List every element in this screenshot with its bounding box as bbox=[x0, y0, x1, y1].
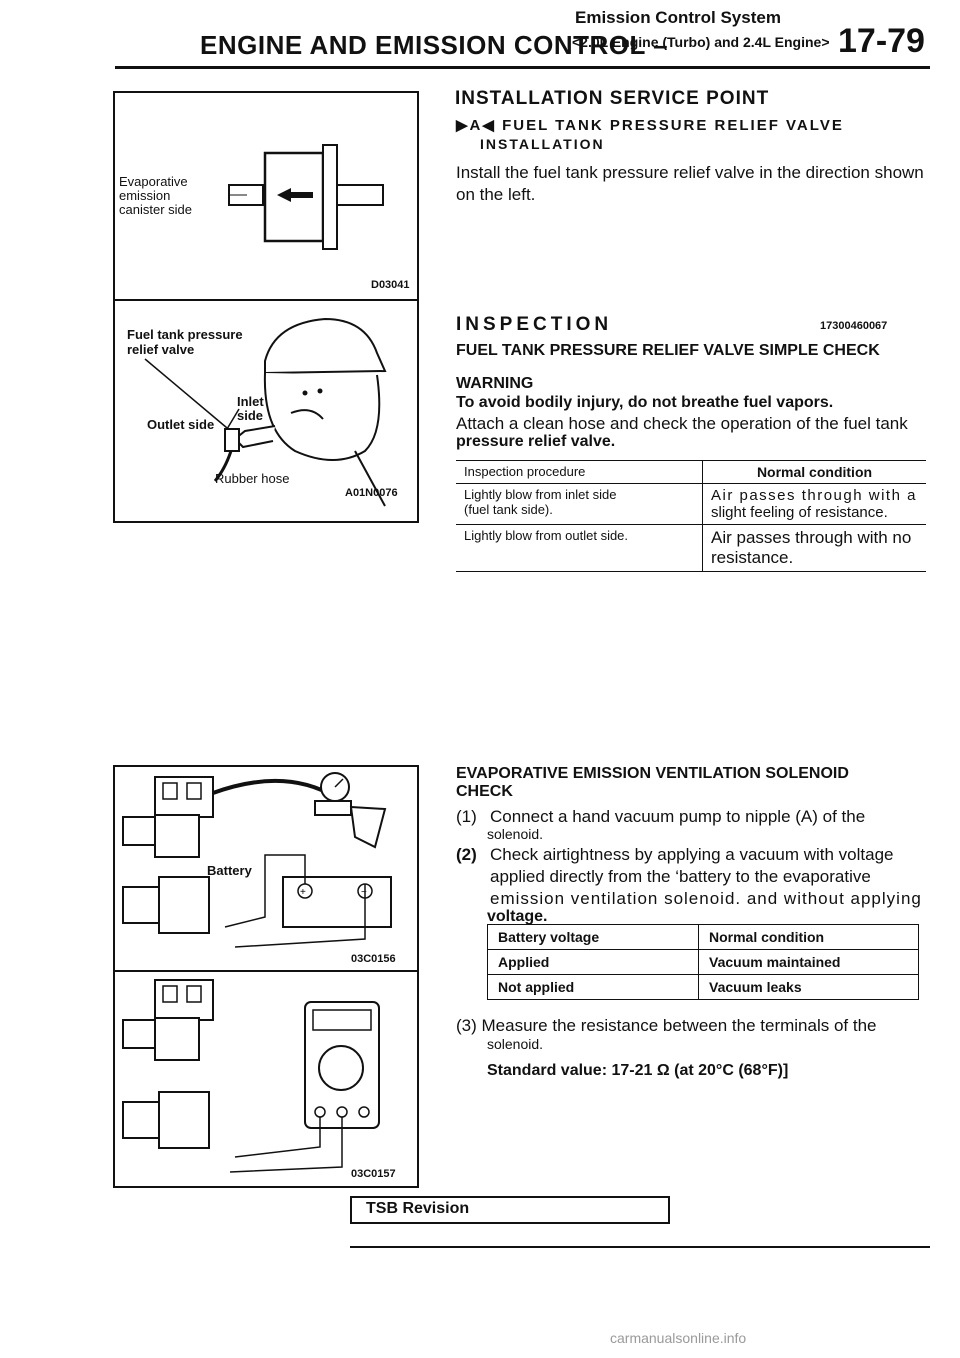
bottom-rule bbox=[350, 1246, 930, 1248]
label-outlet-side: Outlet side bbox=[147, 417, 215, 432]
installation-subtitle: ▶A◀ FUEL TANK PRESSURE RELIEF VALVE bbox=[456, 117, 844, 134]
inspection-text-1: Attach a clean hose and check the operat… bbox=[456, 414, 908, 433]
figure-blow-test: Fuel tank pressure relief valve Inlet si… bbox=[113, 299, 419, 523]
evap-step2-line1: Check airtightness by applying a vacuum … bbox=[490, 845, 894, 864]
standard-value: Standard value: 17-21 Ω (at 20°C (68°F)] bbox=[487, 1062, 789, 1079]
figure-code: A01N0076 bbox=[345, 487, 398, 499]
installation-subtitle-2: INSTALLATION bbox=[480, 136, 605, 152]
label-rubber-hose: Rubber hose bbox=[215, 471, 290, 486]
table-row: Not applied Vacuum leaks bbox=[487, 974, 919, 1000]
figure-solenoid-ohmmeter: 03C0157 bbox=[113, 970, 419, 1188]
evap-step2-line3: emission ventilation solenoid. and witho… bbox=[490, 889, 922, 908]
table-cell-voltage: Applied bbox=[487, 949, 699, 975]
installation-text-2: on the left. bbox=[456, 185, 536, 204]
header-rule bbox=[115, 66, 930, 69]
evap-step3-line2: solenoid. bbox=[487, 1036, 544, 1052]
table-header-row: Inspection procedure Normal condition bbox=[456, 460, 926, 484]
evap-step1-number: (1) bbox=[456, 807, 477, 826]
header-section-title: Emission Control System bbox=[575, 8, 781, 27]
label-fuel-tank-valve: Fuel tank pressure relief valve bbox=[127, 327, 243, 357]
figure-code: 03C0156 bbox=[351, 953, 396, 965]
figure-valve-direction: Evaporative emission canister side D0304… bbox=[113, 91, 419, 303]
table-cell-procedure: Lightly blow from inlet side (fuel tank … bbox=[456, 483, 703, 525]
table-cell-condition: Air passes through with no resistance. bbox=[702, 524, 926, 572]
relief-valve-drawing bbox=[228, 144, 384, 250]
table-cell-condition: Air passes through with a slight feeling… bbox=[702, 483, 926, 525]
evap-title-2: CHECK bbox=[456, 783, 513, 800]
inspection-code: 17300460067 bbox=[820, 320, 888, 332]
table-row: Applied Vacuum maintained bbox=[487, 949, 919, 975]
table-cell-condition: Vacuum maintained bbox=[698, 949, 919, 975]
table-cell-procedure: Lightly blow from outlet side. bbox=[456, 524, 703, 572]
inspection-table: Inspection procedure Normal condition Li… bbox=[456, 460, 926, 572]
page-number: 17-79 bbox=[838, 22, 925, 60]
table-cell-voltage: Not applied bbox=[487, 974, 699, 1000]
svg-text:+: + bbox=[300, 887, 306, 898]
evap-step2-line2: applied directly from the ‘battery to th… bbox=[490, 867, 871, 886]
evap-title: EVAPORATIVE EMISSION VENTILATION SOLENOI… bbox=[456, 765, 849, 782]
inspection-subtitle: FUEL TANK PRESSURE RELIEF VALVE SIMPLE C… bbox=[456, 342, 880, 359]
table-cell-condition: Vacuum leaks bbox=[698, 974, 919, 1000]
label-battery: Battery bbox=[207, 863, 252, 878]
figure-code: 03C0157 bbox=[351, 1168, 396, 1180]
warning-text: To avoid bodily injury, do not breathe f… bbox=[456, 394, 834, 411]
table-header-condition: Normal condition bbox=[698, 924, 919, 950]
evap-step2-line4: voltage. bbox=[487, 908, 548, 925]
watermark: carmanualsonline.info bbox=[610, 1330, 747, 1346]
table-header-voltage: Battery voltage bbox=[487, 924, 699, 950]
table-row: Lightly blow from inlet side (fuel tank … bbox=[456, 483, 926, 525]
figure-code: D03041 bbox=[371, 279, 410, 291]
evap-step1-line1: Connect a hand vacuum pump to nipple (A)… bbox=[490, 807, 866, 826]
evap-step2-number: (2) bbox=[456, 845, 477, 864]
warning-label: WARNING bbox=[456, 375, 534, 392]
solenoid-ohmmeter-drawing bbox=[122, 979, 380, 1173]
table-row: Lightly blow from outlet side. Air passe… bbox=[456, 524, 926, 572]
header-engine-subtitle: <2.0L Engine (Turbo) and 2.4L Engine> bbox=[572, 34, 830, 50]
label-inlet-side: Inlet side bbox=[237, 394, 264, 423]
table-header-condition: Normal condition bbox=[702, 460, 926, 484]
table-header-row: Battery voltage Normal condition bbox=[487, 924, 919, 950]
figure-label-canister: Evaporative emission canister side bbox=[119, 174, 192, 217]
solenoid-check-table: Battery voltage Normal condition Applied… bbox=[487, 924, 919, 1000]
tsb-revision-box: TSB Revision bbox=[350, 1196, 670, 1224]
evap-step1-line2: solenoid. bbox=[487, 826, 544, 842]
inspection-text-2: pressure relief valve. bbox=[456, 433, 616, 450]
solenoid-battery-drawing: + − bbox=[122, 772, 392, 948]
person-blowing-drawing bbox=[144, 317, 387, 507]
inspection-section-title: INSPECTION bbox=[456, 314, 613, 335]
svg-text:−: − bbox=[361, 887, 367, 898]
figure-solenoid-battery: + − Battery 03C0156 bbox=[113, 765, 419, 974]
evap-step3-line1: (3) Measure the resistance between the t… bbox=[456, 1016, 877, 1035]
tsb-revision-label: TSB Revision bbox=[366, 1200, 470, 1217]
header-left-title: ENGINE AND EMISSION CONTROL – bbox=[200, 30, 669, 60]
installation-text-1: Install the fuel tank pressure relief va… bbox=[456, 163, 924, 182]
installation-section-title: INSTALLATION SERVICE POINT bbox=[455, 88, 770, 109]
table-header-procedure: Inspection procedure bbox=[456, 460, 703, 484]
